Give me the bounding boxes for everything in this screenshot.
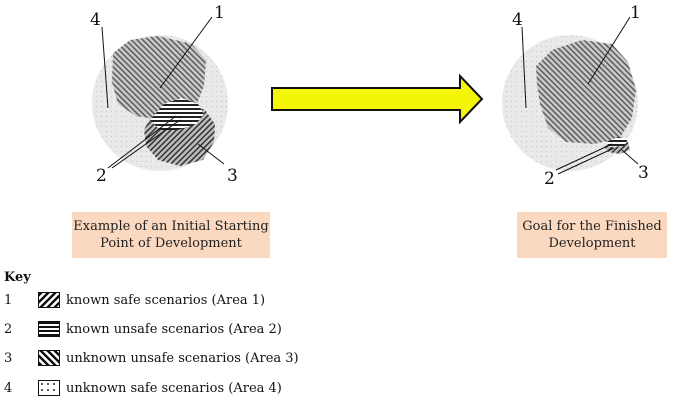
callout-line-2 xyxy=(555,143,613,171)
key-item-4: 4 unknown safe scenarios (Area 4) xyxy=(4,378,282,398)
key-item-number: 2 xyxy=(4,321,13,337)
left-figure: 1 4 2 3 xyxy=(90,3,238,186)
callout-line-2 xyxy=(107,115,177,169)
key-title: Key xyxy=(4,270,31,285)
key-item-1: 1 known safe scenarios (Area 1) xyxy=(4,290,265,310)
callout-label-3: 3 xyxy=(227,166,238,186)
key-item-number: 4 xyxy=(4,380,13,396)
horizontal-hatch-swatch-icon xyxy=(38,321,60,337)
callout-line-3 xyxy=(621,149,639,165)
callout-label-1: 1 xyxy=(214,3,225,23)
callout-line-3 xyxy=(197,143,225,165)
callout-label-4: 4 xyxy=(90,10,101,30)
caption-line: Point of Development xyxy=(100,236,242,251)
callout-line-1 xyxy=(587,16,631,85)
callout-line-2b xyxy=(557,147,615,175)
key-item-label: unknown safe scenarios (Area 4) xyxy=(66,380,282,396)
key-item-label: known unsafe scenarios (Area 2) xyxy=(66,321,282,337)
area-2-region xyxy=(150,98,204,130)
key-item-number: 1 xyxy=(4,292,13,308)
initial-starting-point-caption: Example of an Initial Starting Point of … xyxy=(72,212,270,258)
callout-label-1: 1 xyxy=(630,3,641,23)
callout-line-2b xyxy=(111,119,181,169)
callout-line-4 xyxy=(521,26,527,109)
dotted-swatch-icon xyxy=(38,380,60,396)
caption-line: Goal for the Finished xyxy=(522,219,662,234)
callout-label-2: 2 xyxy=(96,166,107,186)
caption-line: Example of an Initial Starting xyxy=(73,219,269,234)
key-item-label: unknown unsafe scenarios (Area 3) xyxy=(66,350,299,366)
callout-label-2: 2 xyxy=(544,169,555,189)
right-figure: 1 4 2 3 xyxy=(502,3,649,189)
key-item-2: 2 known unsafe scenarios (Area 2) xyxy=(4,319,282,339)
diagonal-hatch-swatch-icon xyxy=(38,292,60,308)
caption-line: Development xyxy=(548,236,636,251)
key-item-3: 3 unknown unsafe scenarios (Area 3) xyxy=(4,348,299,368)
transition-arrow xyxy=(271,73,484,125)
area-1-region xyxy=(536,40,636,144)
reverse-diagonal-hatch-swatch-icon xyxy=(38,350,60,366)
key-item-number: 3 xyxy=(4,350,13,366)
callout-label-4: 4 xyxy=(512,10,523,30)
key-item-label: known safe scenarios (Area 1) xyxy=(66,292,266,308)
callout-line-1 xyxy=(159,16,213,89)
finished-development-caption: Goal for the Finished Development xyxy=(517,212,667,258)
callout-label-3: 3 xyxy=(638,163,649,183)
callout-line-4 xyxy=(101,26,109,109)
